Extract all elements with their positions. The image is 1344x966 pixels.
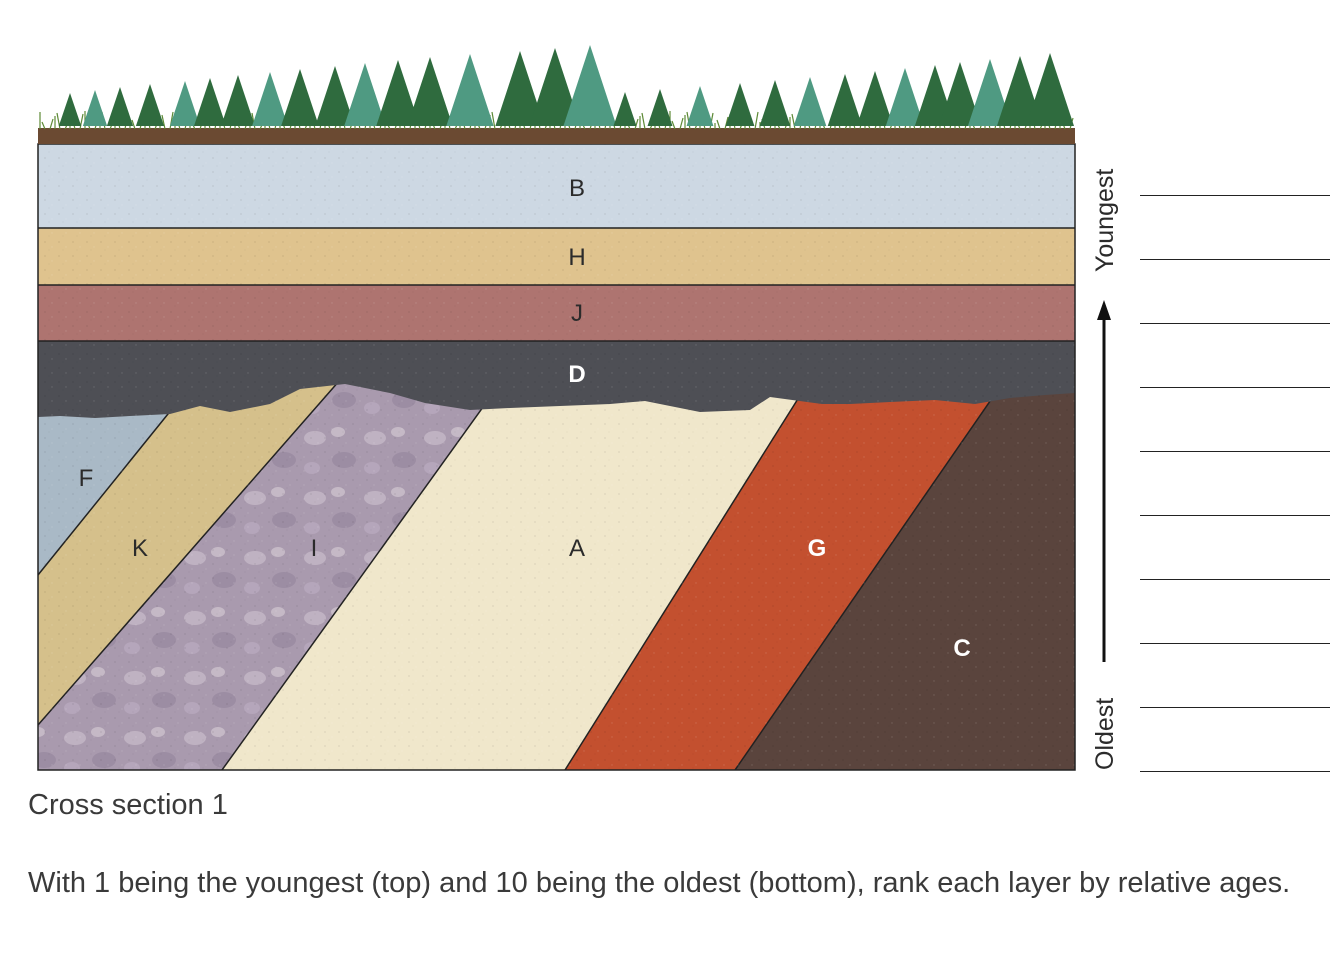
tree <box>759 80 791 126</box>
tree <box>938 62 982 126</box>
label-f: F <box>79 465 94 492</box>
tree <box>996 56 1044 126</box>
youngest-label: Youngest <box>1091 169 1119 272</box>
tree <box>967 59 1013 126</box>
soil-strip <box>38 128 1075 144</box>
label-c: C <box>953 635 970 662</box>
label-g: G <box>808 535 827 562</box>
tree <box>221 75 255 126</box>
tree-line <box>58 45 1074 126</box>
tree <box>827 74 863 126</box>
label-h: H <box>568 244 585 271</box>
tree <box>1026 53 1074 126</box>
tree <box>82 90 108 126</box>
label-b: B <box>569 175 585 202</box>
tree <box>529 48 581 126</box>
question-text: With 1 being the youngest (top) and 10 b… <box>28 867 1291 899</box>
tree <box>407 57 453 126</box>
tree <box>315 66 355 126</box>
tree <box>135 84 165 126</box>
tree <box>106 87 134 126</box>
tilted-strata <box>38 144 1075 770</box>
tree <box>58 93 82 126</box>
tree <box>613 92 637 126</box>
answer-blank-6[interactable] <box>1140 515 1330 516</box>
label-a: A <box>569 535 585 562</box>
answer-blank-9[interactable] <box>1140 707 1330 708</box>
tree <box>686 86 714 126</box>
label-d: D <box>568 361 585 388</box>
answer-blank-4[interactable] <box>1140 387 1330 388</box>
tree <box>344 63 386 126</box>
tree <box>647 89 673 126</box>
tree <box>885 68 925 126</box>
label-j: J <box>571 300 583 327</box>
tree <box>856 71 894 126</box>
answer-blank-2[interactable] <box>1140 259 1330 260</box>
label-i: I <box>311 535 318 562</box>
tree <box>281 69 319 126</box>
label-k: K <box>132 535 148 562</box>
tree <box>725 83 755 126</box>
oldest-label: Oldest <box>1091 698 1119 770</box>
answer-blank-8[interactable] <box>1140 643 1330 644</box>
tree <box>495 51 545 126</box>
answer-blank-5[interactable] <box>1140 451 1330 452</box>
age-arrow <box>1097 300 1111 662</box>
figure-caption: Cross section 1 <box>28 789 228 821</box>
answer-blank-10[interactable] <box>1140 771 1330 772</box>
answer-blank-1[interactable] <box>1140 195 1330 196</box>
tree <box>252 72 288 126</box>
answer-blank-3[interactable] <box>1140 323 1330 324</box>
answer-blank-7[interactable] <box>1140 579 1330 580</box>
tree <box>169 81 201 126</box>
tree <box>446 54 494 126</box>
tree <box>563 45 617 126</box>
tree <box>194 78 226 126</box>
tree <box>793 77 827 126</box>
tree <box>376 60 420 126</box>
